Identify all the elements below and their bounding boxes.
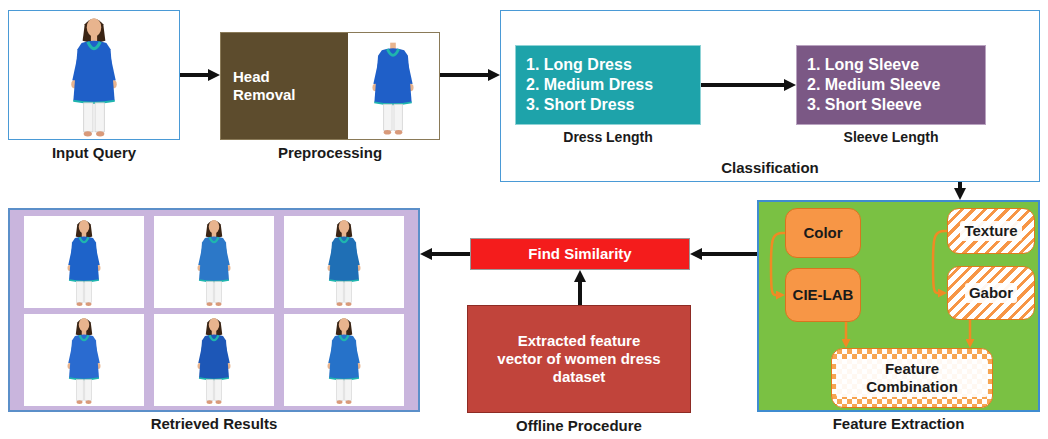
result-tile	[284, 216, 404, 308]
group-frame: Feature ExtractionColorTextureCIE-LABGab…	[757, 200, 1040, 412]
caption-label: Dress Length	[563, 129, 652, 146]
feature-ground	[758, 201, 1039, 411]
flow-arrow	[702, 252, 757, 256]
category-box: 1. Long Dress2. Medium Dress3. Short Dre…	[515, 45, 701, 125]
flow-arrow	[578, 282, 582, 305]
box-label: Gabor	[965, 283, 1017, 303]
caption-label: Sleeve Length	[844, 129, 939, 146]
process-box: Head RemovalPreprocessing	[220, 32, 440, 140]
feature-box: Feature Combination	[831, 348, 993, 408]
category-box: 1. Long Sleeve2. Medium Sleeve3. Short S…	[796, 45, 986, 125]
flow-arrow	[845, 322, 848, 339]
box-label: Color	[803, 224, 842, 242]
feature-box: Color	[785, 208, 861, 258]
process-box: Find Similarity	[470, 238, 690, 270]
flow-arrow	[771, 233, 785, 295]
flow-arrow	[701, 83, 784, 87]
list-item: 2. Medium Sleeve	[807, 75, 940, 95]
woman-figure	[328, 220, 361, 306]
feature-box: Gabor	[947, 266, 1035, 320]
box-label: Head Removal	[233, 68, 321, 104]
flow-arrow	[432, 252, 470, 256]
data-box: Extracted feature vector of women dress …	[467, 305, 691, 413]
flow-arrow	[180, 73, 208, 77]
box-label: Extracted feature vector of women dress …	[494, 332, 664, 386]
result-tile	[284, 314, 404, 406]
flow-arrow	[933, 231, 947, 293]
result-tile	[154, 314, 274, 406]
caption-label: Preprocessing	[278, 144, 382, 161]
box-label: CIE-LAB	[793, 286, 854, 304]
input-panel: Input Query	[8, 10, 180, 140]
flow-arrow	[440, 73, 488, 77]
list-item: 3. Short Dress	[526, 95, 653, 115]
woman-figure	[198, 318, 231, 404]
result-tile	[154, 216, 274, 308]
feature-box: Texture	[947, 208, 1035, 254]
result-tile	[24, 216, 144, 308]
woman-figure	[68, 318, 101, 404]
caption-label: Retrieved Results	[151, 415, 278, 432]
results-panel: Retrieved Results	[8, 208, 420, 412]
box-label: Feature Combination	[836, 359, 988, 397]
flow-arrow	[969, 320, 972, 339]
result-tile	[24, 314, 144, 406]
results-ground	[9, 209, 419, 411]
list-item: 1. Long Sleeve	[807, 55, 940, 75]
caption-label: Classification	[721, 159, 819, 176]
feature-box: CIE-LAB	[785, 268, 861, 322]
list-item: 1. Long Dress	[526, 55, 653, 75]
woman-figure	[198, 220, 231, 306]
caption-label: Offline Procedure	[516, 417, 642, 434]
group-frame: Classification 1. Long Dress2. Medium Dre…	[500, 10, 1040, 182]
flow-arrow	[958, 182, 962, 188]
woman-figure	[328, 318, 361, 404]
caption-label: Input Query	[52, 144, 136, 161]
list-item: 2. Medium Dress	[526, 75, 653, 95]
woman-figure	[71, 18, 116, 136]
box-label: Find Similarity	[528, 245, 631, 263]
woman-figure	[68, 220, 101, 306]
box-label: Texture	[960, 221, 1021, 241]
list-item: 3. Short Sleeve	[807, 95, 940, 115]
caption-label: Feature Extraction	[833, 415, 965, 432]
